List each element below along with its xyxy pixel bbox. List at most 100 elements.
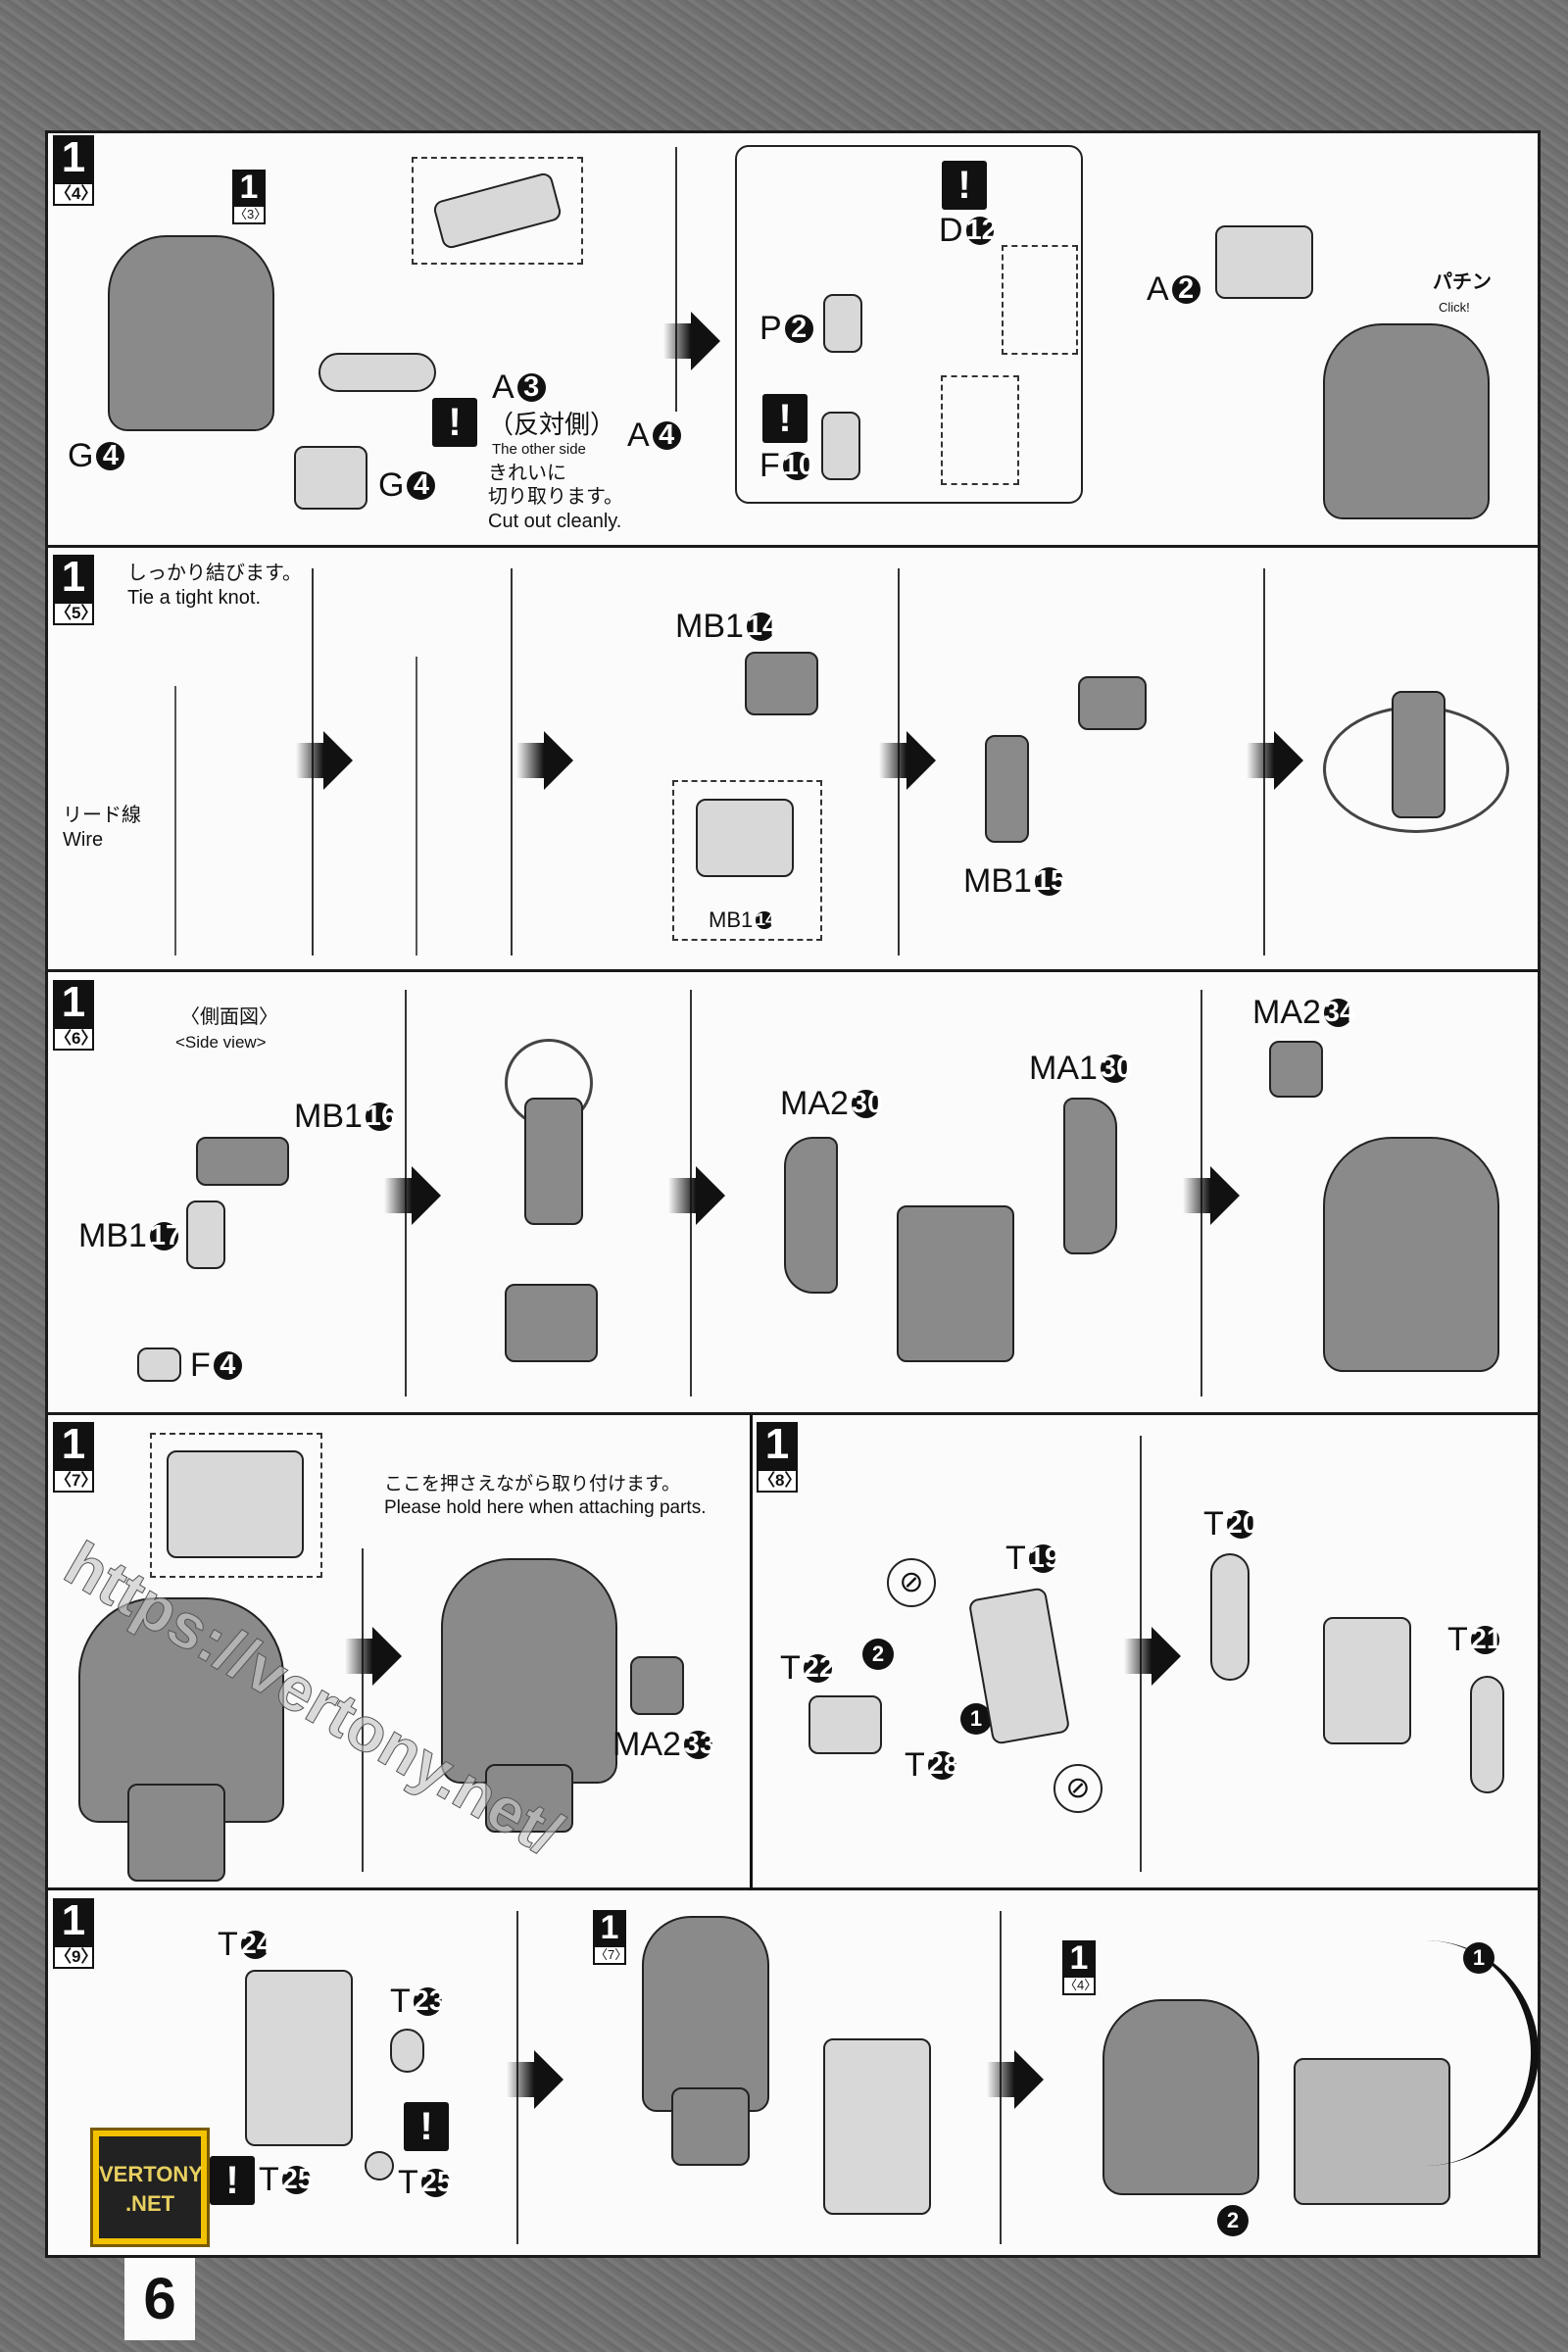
part-letter: F <box>190 1347 211 1384</box>
part-mb1-17 <box>186 1200 225 1269</box>
part-letter: T <box>905 1746 925 1784</box>
part-number: 16 <box>365 1101 398 1133</box>
detail-inset <box>412 157 583 265</box>
step-number: 1 <box>53 135 94 182</box>
shield-assembly <box>823 2038 931 2215</box>
step-badge: 1〈8〉 <box>757 1422 801 1493</box>
detail-inset <box>941 375 1019 485</box>
ref-badge: 1〈7〉 <box>593 1910 627 1965</box>
wire <box>174 686 176 956</box>
step-sub: 〈5〉 <box>53 602 97 625</box>
part-mb1-14 <box>745 652 818 715</box>
caution-icon: ! <box>404 2102 449 2151</box>
part-letter: A <box>492 368 514 406</box>
part-number: 12 <box>965 215 998 247</box>
part-ma1-30 <box>1063 1098 1117 1254</box>
part-letter: T <box>398 2164 418 2201</box>
step-badge: 1〈5〉 <box>53 555 97 625</box>
next-arrow-icon <box>1247 731 1303 790</box>
part-number: 25 <box>420 2167 453 2199</box>
caution-icon: ! <box>432 398 477 447</box>
wire <box>416 657 417 956</box>
ref-sub: 〈4〉 <box>1062 1976 1097 1995</box>
part-letter: T <box>390 1983 411 2020</box>
vertony-logo: VERTONY .NET <box>90 2128 210 2247</box>
rotate-arrow-icon <box>1392 1940 1539 2166</box>
part-t20 <box>1210 1553 1250 1681</box>
step-sub: 〈7〉 <box>53 1469 97 1493</box>
part-letter: MB1 <box>675 608 744 645</box>
cut-jp-1: きれいに <box>488 463 566 484</box>
arm-assembly <box>1392 691 1446 818</box>
part-number: 4 <box>96 442 125 470</box>
part-letter: MA2 <box>612 1726 681 1763</box>
part-t22 <box>808 1695 882 1754</box>
part-number: 28 <box>927 1749 959 1782</box>
caution-icon: ! <box>762 394 808 443</box>
part-number: 14 <box>756 909 775 930</box>
detail-inset <box>672 780 822 941</box>
part-number: 33 <box>683 1729 716 1761</box>
next-arrow-icon <box>296 731 353 790</box>
click-jp: パチン <box>1433 271 1492 293</box>
arm-assembly <box>524 1098 583 1225</box>
part-number: 24 <box>240 1929 272 1961</box>
no-cut-icon: ⊘ <box>887 1558 936 1607</box>
part-number: 4 <box>213 1351 242 1380</box>
part-letter: A <box>1147 270 1169 308</box>
step-sub: 〈9〉 <box>53 1945 97 1969</box>
ref-sub: 〈7〉 <box>593 1945 627 1965</box>
step-sub: 〈4〉 <box>53 182 97 206</box>
part-number: 4 <box>652 421 681 450</box>
part-number: 2 <box>1171 275 1200 304</box>
next-arrow-icon <box>507 2050 564 2109</box>
frame-assembly <box>642 1916 769 2112</box>
knot-jp: しっかり結びます。 <box>127 563 302 584</box>
part-number: 17 <box>149 1220 182 1252</box>
logo-text: VERTONY .NET <box>99 2136 203 2238</box>
part-letter: T <box>259 2161 279 2198</box>
caution-icon: ! <box>210 2156 255 2205</box>
part-number: 15 <box>1034 865 1067 898</box>
step-number: 1 <box>53 1898 94 1945</box>
part-ma2-30 <box>784 1137 838 1294</box>
caution-icon: ! <box>942 161 987 210</box>
part-number: 23 <box>413 1985 445 2018</box>
part-number: 34 <box>1323 997 1356 1029</box>
core-assembly <box>897 1205 1014 1362</box>
part-p2 <box>823 294 862 353</box>
next-arrow-icon <box>384 1166 441 1225</box>
step-number: 1 <box>53 980 94 1027</box>
part-base <box>485 1764 573 1833</box>
detail-inset <box>1002 245 1078 355</box>
part-number: 4 <box>407 471 436 500</box>
part-letter: T <box>1447 1621 1468 1658</box>
other-side-en: The other side <box>492 441 586 458</box>
divider <box>675 147 677 412</box>
next-arrow-icon <box>345 1627 402 1686</box>
other-side-jp: （反対側） <box>488 410 616 439</box>
part-number: 2 <box>784 315 813 343</box>
part-letter: MB1 <box>963 862 1032 900</box>
part-letter: MA1 <box>1029 1050 1098 1087</box>
next-arrow-icon <box>1183 1166 1240 1225</box>
